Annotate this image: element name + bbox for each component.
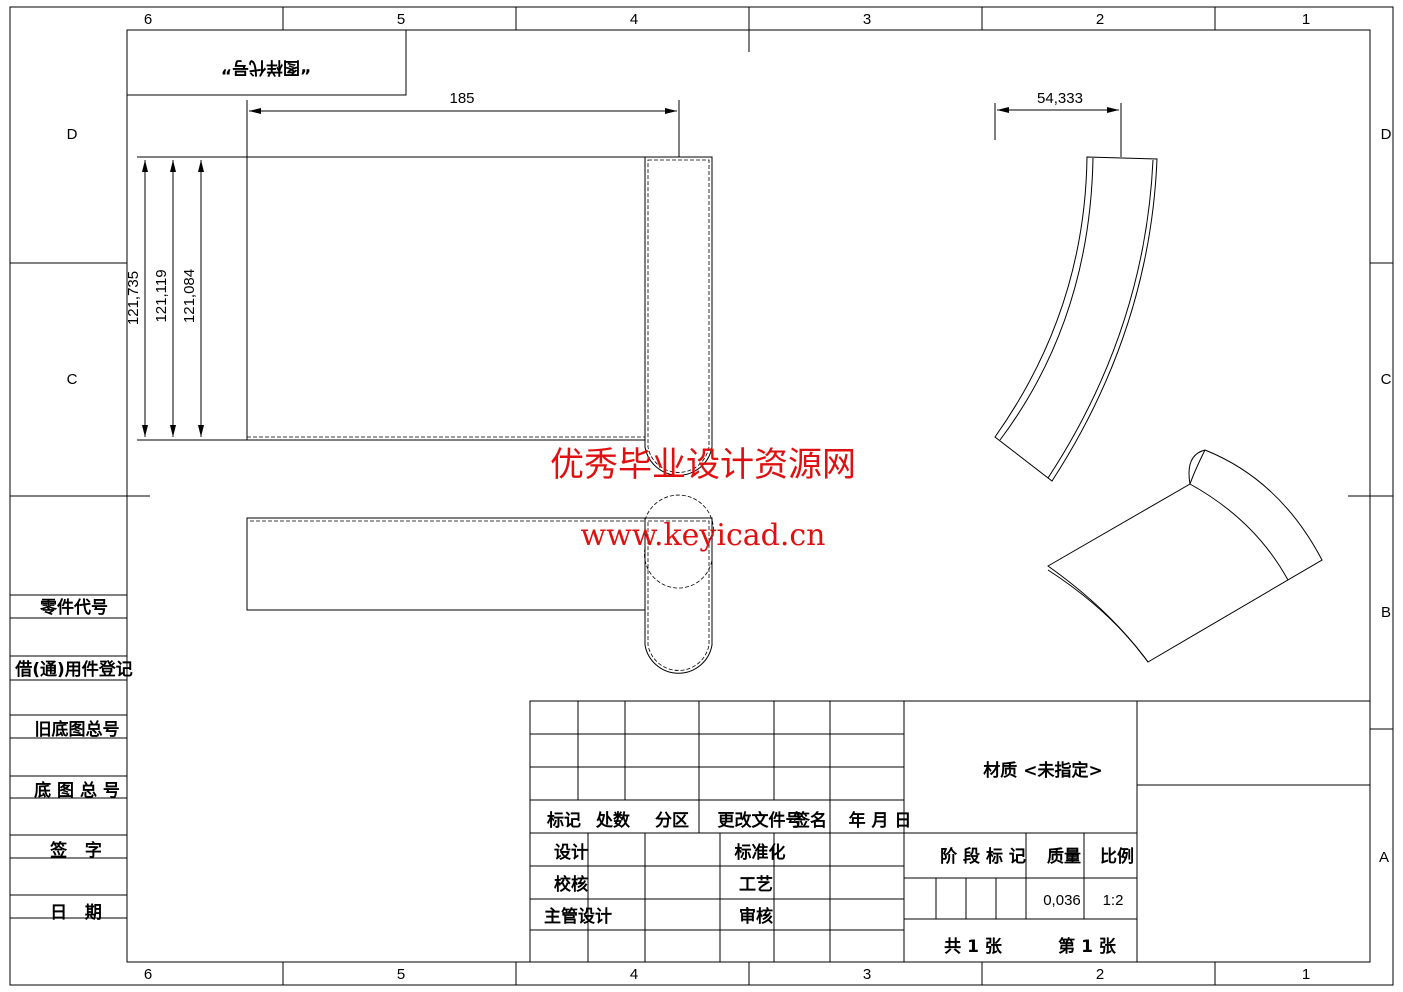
material-label: 材质 <未指定> [983, 760, 1102, 781]
bottom-view [246, 494, 714, 674]
drawing-text: 121,119 [153, 269, 170, 322]
title-block: 标记 处数 分区 更改文件号 签名 年 月 日 设计 校核 主管设计 标准化 工… [529, 700, 1371, 963]
drawing-text: 设计 [554, 842, 588, 863]
drawing-code-label: “图样代号” [221, 57, 311, 78]
drawing-text: 185 [449, 90, 474, 107]
drawing-text: 4 [630, 966, 638, 983]
height-dimensions: 121,735 121,119 121,084 [125, 160, 204, 437]
drawing-text: 标准化 [735, 842, 786, 863]
drawing-text: 6 [144, 11, 152, 28]
outer-border [9, 6, 1394, 986]
drawing-text: 2 [1096, 11, 1104, 28]
drawing-text: 比例 [1100, 846, 1134, 867]
drawing-text: A [1379, 849, 1389, 866]
drawing-text: 日 期 [50, 903, 102, 923]
drawing-text: 零件代号 [39, 597, 108, 618]
watermark-title: 优秀毕业设计资源网 [550, 445, 856, 485]
isometric-view [1047, 449, 1323, 663]
drawing-text: 主管设计 [544, 906, 612, 927]
drawing-text: 1 [1302, 11, 1310, 28]
drawing-text: 3 [863, 966, 871, 983]
drawing-code-box [126, 29, 407, 96]
drawing-text: 校核 [554, 874, 588, 895]
drawing-text: 5 [397, 11, 405, 28]
drawing-text: 工艺 [739, 874, 773, 895]
drawing-text: 年 月 日 [849, 810, 912, 831]
front-view [137, 100, 713, 476]
drawing-text: 底 图 总 号 [34, 780, 120, 801]
drawing-text: 3 [863, 11, 871, 28]
drawing-text: 2 [1096, 966, 1104, 983]
scale-value: 1:2 [1103, 892, 1124, 909]
total-sheets: 共 1 张 [944, 937, 1003, 957]
dimension-185: 185 [249, 90, 680, 157]
drawing-text: 标记 [547, 810, 581, 831]
drawing-text: 签 字 [49, 840, 102, 861]
drawing-text: 121,084 [181, 269, 198, 323]
drawing-text: 121,735 [125, 271, 142, 325]
drawing-text: 质量 [1047, 846, 1081, 867]
drawing-text: 借(通)用件登记 [14, 659, 133, 680]
drawing-text: 5 [397, 966, 405, 983]
drawing-text: D [67, 126, 78, 143]
drawing-text: 54,333 [1037, 90, 1083, 107]
drawing-text: 审核 [739, 906, 773, 927]
drawing-text: 1 [1302, 966, 1310, 983]
drawing-text: 更改文件号 [718, 810, 803, 831]
drawing-text: 分区 [655, 811, 689, 831]
drawing-text: 阶 段 标 记 [940, 846, 1026, 867]
mass-value: 0,036 [1043, 892, 1081, 909]
drawing-text: C [1381, 371, 1392, 388]
drawing-text: 4 [630, 11, 638, 28]
side-stamp: 零件代号 借(通)用件登记 旧底图总号 底 图 总 号 签 字 日 期 [10, 594, 133, 923]
drawing-text: B [1381, 604, 1391, 621]
drawing-text: D [1381, 126, 1392, 143]
drawing-text: 旧底图总号 [35, 719, 120, 740]
zone-labels: 6 5 4 3 2 1 6 5 4 3 2 1 D C D C B A [67, 11, 1392, 983]
drawing-text: C [67, 371, 78, 388]
watermark-url[interactable]: www.keyicad.cn [580, 518, 825, 553]
sheet-number: 第 1 张 [1058, 936, 1117, 957]
drawing-text: 签名 [792, 810, 827, 831]
side-view: 54,333 [994, 90, 1158, 482]
drawing-text: 处数 [595, 810, 631, 831]
zone-dividers [10, 7, 1393, 985]
drawing-text: 6 [144, 966, 152, 983]
